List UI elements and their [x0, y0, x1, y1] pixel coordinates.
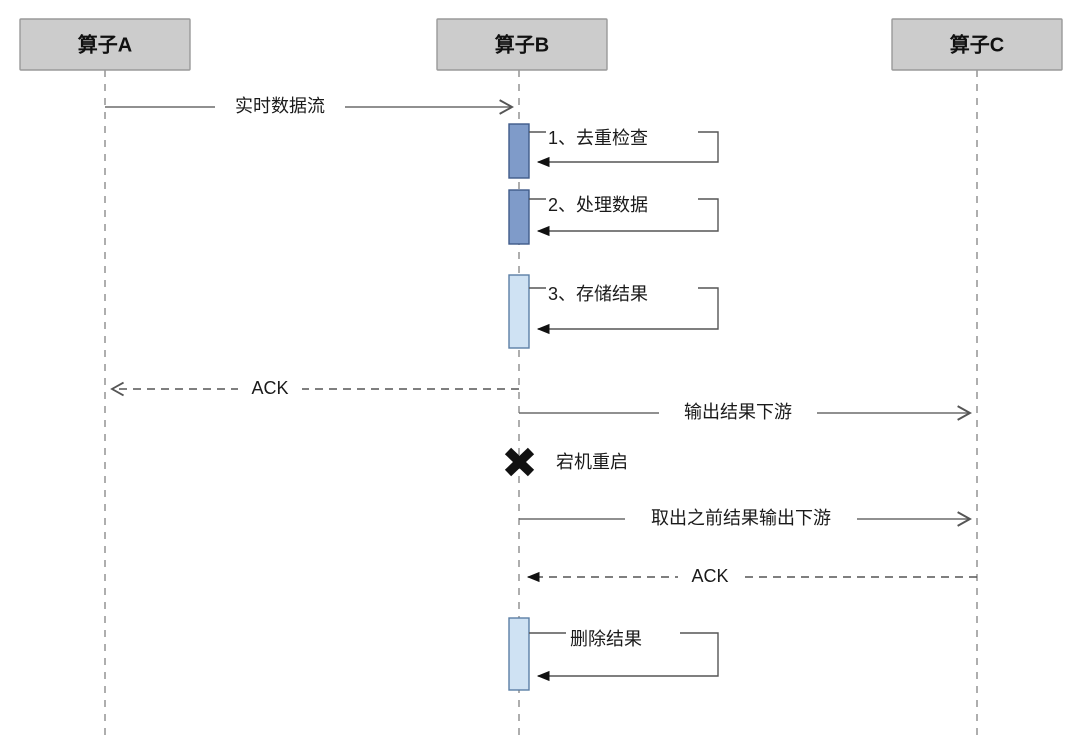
- participant-a-label: 算子A: [78, 32, 132, 56]
- self-message-process-data[interactable]: 2、处理数据: [529, 187, 719, 237]
- self-message-store-result[interactable]: 3、存储结果: [529, 276, 719, 335]
- message-label-m8: ACK: [691, 566, 728, 586]
- label-backdrop-m1: [215, 95, 345, 119]
- message-ack-to-a[interactable]: ACK: [110, 377, 519, 401]
- label-backdrop-m8: [678, 565, 742, 589]
- label-backdrop-m4: [546, 276, 698, 301]
- message-label-m7: 取出之前结果输出下游: [651, 508, 831, 528]
- participant-b-label: 算子B: [495, 32, 549, 56]
- label-backdrop-m2: [546, 120, 698, 145]
- message-label-m2: 1、去重检查: [548, 128, 648, 148]
- label-backdrop-m7: [625, 507, 857, 531]
- message-ack-to-b[interactable]: ACK: [526, 565, 977, 589]
- message-label-m6: 输出结果下游: [684, 402, 792, 422]
- message-label-m3: 2、处理数据: [548, 195, 648, 215]
- label-backdrop-m6: [659, 401, 817, 425]
- message-label-m1: 实时数据流: [235, 96, 325, 116]
- participant-a[interactable]: 算子A: [19, 18, 191, 71]
- crash-restart-label: 宕机重启: [556, 452, 628, 472]
- participant-b[interactable]: 算子B: [436, 18, 608, 71]
- self-message-delete-result[interactable]: 删除结果: [529, 621, 719, 682]
- cross-mark-icon-stroke-2: [504, 447, 535, 477]
- message-label-m9: 删除结果: [570, 629, 642, 649]
- self-message-dedup-check[interactable]: 1、去重检查: [529, 120, 719, 168]
- message-realtime-data-stream[interactable]: 实时数据流: [105, 95, 514, 119]
- message-fetch-previous-output-downstream[interactable]: 取出之前结果输出下游: [519, 507, 972, 531]
- activation-bar-4: [508, 617, 530, 691]
- label-backdrop-m9: [566, 621, 680, 646]
- message-output-downstream[interactable]: 输出结果下游: [519, 401, 972, 425]
- message-label-m5: ACK: [251, 378, 288, 398]
- activation-bar-2: [508, 189, 530, 245]
- activation-bar-1: [508, 123, 530, 179]
- participant-c[interactable]: 算子C: [891, 18, 1063, 71]
- label-backdrop-m3: [546, 187, 698, 212]
- activation-bar-3: [508, 274, 530, 349]
- label-backdrop-m5: [238, 377, 302, 401]
- lifelines-group: [104, 70, 978, 741]
- participant-c-label: 算子C: [950, 32, 1004, 56]
- message-label-m4: 3、存储结果: [548, 284, 648, 304]
- crash-restart-annotation: 宕机重启: [504, 447, 628, 477]
